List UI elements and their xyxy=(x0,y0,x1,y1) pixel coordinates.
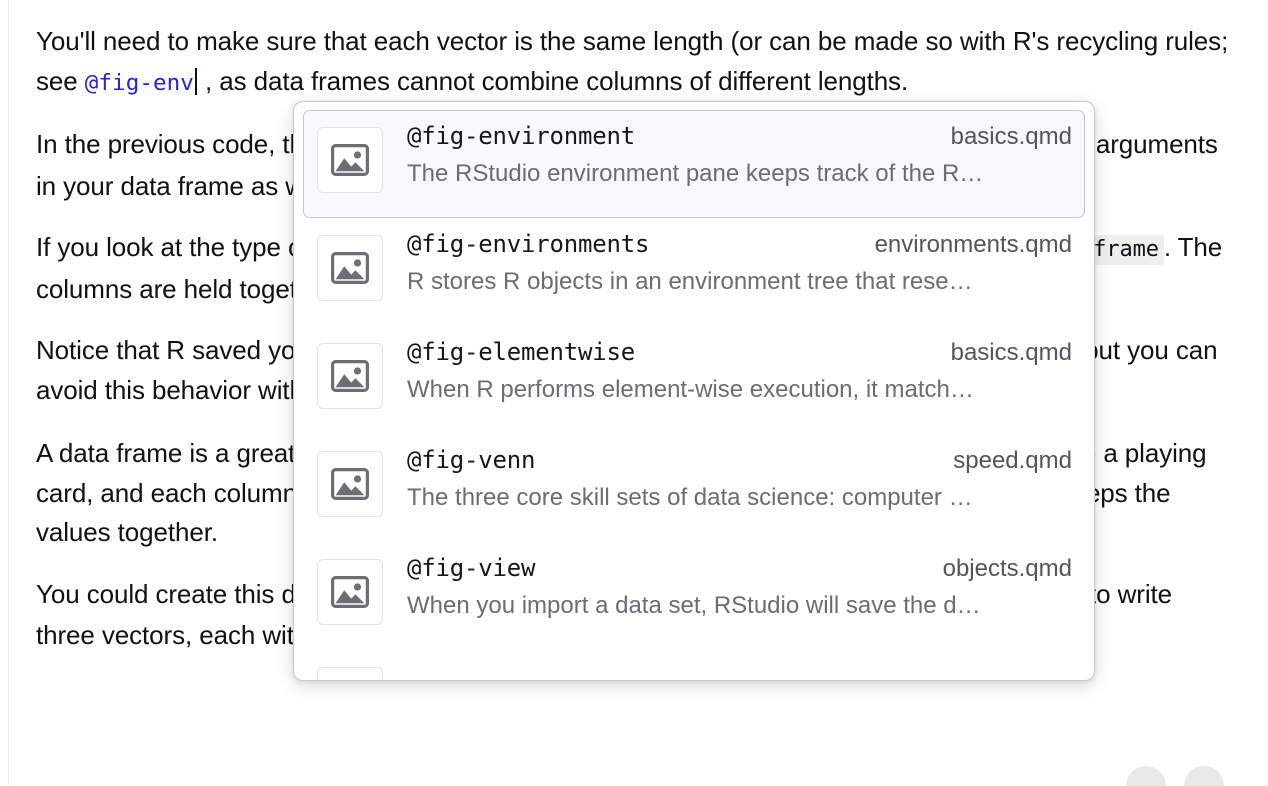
image-placeholder-icon xyxy=(317,451,383,517)
image-placeholder-icon xyxy=(317,559,383,625)
image-placeholder-icon xyxy=(317,127,383,193)
floating-action-button-left[interactable] xyxy=(1126,766,1166,786)
text-cursor xyxy=(194,67,197,95)
autocomplete-item-title: @fig-elementwise xyxy=(407,338,635,366)
autocomplete-item-body: @fig-environments environments.qmd R store… xyxy=(407,228,1072,296)
autocomplete-item-description: When R performs element-wise execution, … xyxy=(407,376,974,403)
autocomplete-item-filename: speed.qmd xyxy=(953,447,1072,474)
autocomplete-item-title: @fig-environments xyxy=(407,230,650,258)
autocomplete-item-filename: basics.qmd xyxy=(950,339,1072,366)
autocomplete-item-header: @fig-environment basics.qmd xyxy=(407,122,1072,151)
autocomplete-item-header: @fig-environments environments.qmd xyxy=(407,230,1072,259)
image-placeholder-icon xyxy=(317,343,383,409)
text-run: , as data frames cannot combine columns … xyxy=(197,65,909,96)
autocomplete-item-title: @fig-venn xyxy=(407,446,536,474)
autocomplete-item-filename: objects.qmd xyxy=(942,555,1072,582)
autocomplete-item-description: When you import a data set, RStudio will… xyxy=(407,592,981,619)
image-placeholder-icon xyxy=(317,235,383,301)
autocomplete-item-body xyxy=(407,660,1072,671)
paragraph-p1[interactable]: You'll need to make sure that each vecto… xyxy=(36,22,1236,103)
autocomplete-item-fig-clipped[interactable] xyxy=(303,650,1085,680)
autocomplete-item-header: @fig-view objects.qmd xyxy=(407,554,1072,583)
cross-reference-token[interactable]: @fig-env xyxy=(84,69,194,96)
floating-action-button-right[interactable] xyxy=(1184,766,1224,786)
editor-left-gutter-rule xyxy=(8,0,9,786)
autocomplete-item-title: @fig-view xyxy=(407,554,536,582)
autocomplete-item-description: The three core skill sets of data scienc… xyxy=(407,484,973,511)
autocomplete-item-description: R stores R objects in an environment tre… xyxy=(407,268,973,295)
autocomplete-item-title: @fig-environment xyxy=(407,122,635,150)
text-run: You'll need to make sure that each vecto… xyxy=(36,26,1229,96)
autocomplete-item-header: @fig-venn speed.qmd xyxy=(407,446,1072,475)
autocomplete-item-description: The RStudio environment pane keeps track… xyxy=(407,160,984,187)
autocomplete-item-filename: basics.qmd xyxy=(950,123,1072,150)
image-placeholder-icon xyxy=(317,667,383,680)
autocomplete-item-filename: environments.qmd xyxy=(874,231,1072,258)
autocomplete-item-fig-environments[interactable]: @fig-environments environments.qmd R store… xyxy=(303,218,1085,326)
autocomplete-item-header: @fig-elementwise basics.qmd xyxy=(407,338,1072,367)
